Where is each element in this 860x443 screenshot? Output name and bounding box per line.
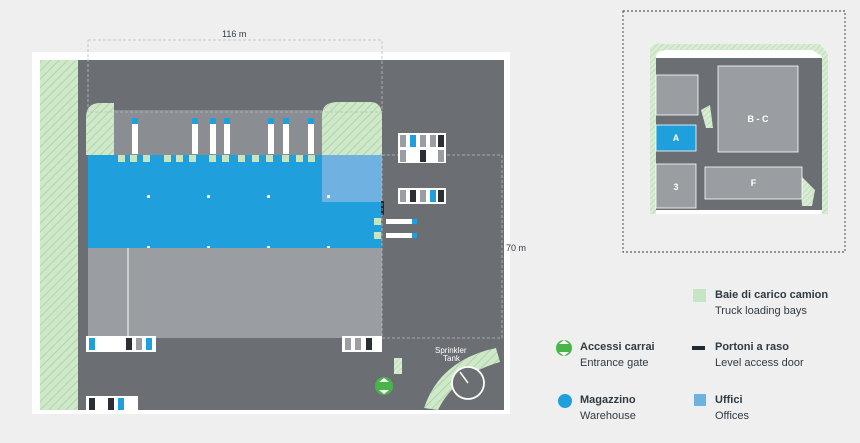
building-a-label: A [672, 133, 680, 143]
building-lower [88, 248, 382, 338]
entrance-gate-icon-map [375, 377, 393, 395]
building-a [655, 124, 697, 152]
building-f [704, 166, 803, 200]
building-3-label: 3 [673, 182, 679, 192]
legend-truck-bays-title: Baie di carico camion [715, 289, 829, 301]
sprinkler-label-line2: Tank [443, 354, 460, 363]
truck-loading-bay-squares [118, 155, 381, 239]
parking-mid-right [398, 188, 446, 204]
loading-apron [114, 110, 322, 155]
parking-bottom-corner [86, 396, 138, 412]
truck-bays-right [386, 219, 417, 238]
building-b-c [717, 65, 799, 153]
legend-truck-bays-subtitle: Truck loading bays [715, 305, 807, 317]
building-unnamed-top-left [655, 74, 699, 116]
parking-bottom-mid [342, 336, 382, 352]
parking-bottom-left [86, 336, 156, 352]
level-access-door [381, 201, 384, 215]
legend-offices-swatch [694, 394, 706, 406]
legend-truck-bays-swatch [693, 289, 706, 302]
legend-warehouse-swatch [558, 394, 572, 408]
legend-warehouse-subtitle: Warehouse [580, 410, 636, 422]
legend-gate-title: Accessi carrai [580, 341, 655, 353]
legend-offices-subtitle: Offices [715, 410, 750, 422]
legend-warehouse-title: Magazzino [580, 394, 636, 406]
offices-area [322, 155, 382, 202]
legend-level-door-subtitle: Level access door [715, 357, 804, 369]
legend-level-door-swatch [692, 346, 705, 350]
parking-top-right [398, 133, 446, 163]
truck-bays-top [132, 122, 314, 154]
legend-entrance-gate-icon [556, 340, 572, 356]
sprinkler-label-line1: Sprinkler [435, 346, 467, 355]
building-3 [655, 163, 697, 209]
building-f-label: F [750, 178, 757, 188]
legend-level-door-title: Portoni a raso [715, 341, 789, 353]
legend-gate-subtitle: Entrance gate [580, 357, 649, 369]
legend-offices-title: Uffici [715, 394, 743, 406]
green-corner-top-left [86, 103, 114, 155]
dimension-width-label: 116 m [222, 29, 247, 39]
dimension-height-label: 70 m [506, 243, 527, 253]
green-strip-left [40, 60, 78, 410]
green-corner-top-right [322, 102, 382, 155]
building-b-c-label: B - C [747, 114, 769, 124]
